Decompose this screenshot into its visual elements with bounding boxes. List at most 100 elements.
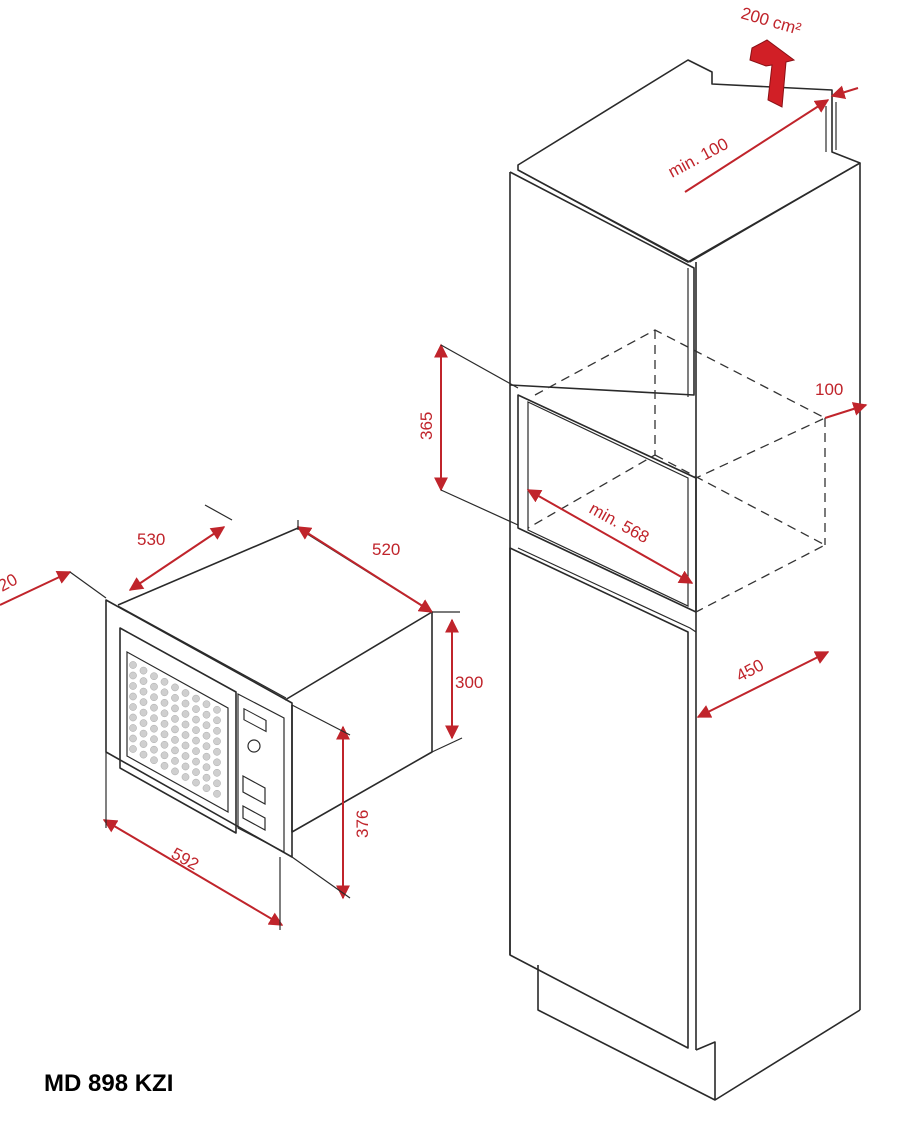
window-dot — [181, 689, 190, 697]
tall-cabinet — [509, 59, 861, 1101]
window-dot — [192, 736, 200, 745]
window-dot — [171, 683, 179, 692]
vent-arrow-icon — [749, 39, 796, 108]
window-dot — [213, 748, 221, 756]
dim-frame-thickness — [0, 571, 72, 606]
control-button-upper — [242, 774, 266, 806]
label-niche-width: min. 568 — [586, 499, 652, 547]
window-dot — [181, 762, 190, 771]
microwave-window — [126, 650, 229, 814]
dim-frame-width — [102, 819, 284, 926]
window-dot — [129, 692, 137, 701]
dim-niche-height-ext-top — [440, 344, 519, 389]
window-dot — [181, 773, 190, 781]
microwave-window-pattern — [129, 661, 221, 798]
window-dot — [171, 704, 179, 713]
window-dot — [160, 678, 169, 686]
window-dot — [171, 767, 179, 776]
microwave-unit — [105, 527, 433, 858]
window-dot — [160, 762, 169, 770]
window-dot — [213, 716, 221, 725]
window-dot — [192, 726, 200, 734]
dim-top-gap — [684, 99, 830, 193]
control-button-lower — [242, 804, 266, 832]
window-dot — [192, 705, 200, 713]
window-dot — [139, 698, 148, 706]
cabinet-top-face — [517, 59, 861, 263]
window-dot — [202, 773, 211, 782]
window-dot — [192, 715, 200, 724]
window-dot — [160, 751, 169, 760]
dim-frame-height-ext-top — [291, 704, 351, 736]
label-top-gap: min. 100 — [665, 134, 731, 181]
niche-cavity-top — [534, 329, 827, 479]
niche-opening — [517, 394, 697, 613]
window-dot — [129, 671, 137, 680]
window-dot — [181, 752, 190, 760]
cabinet-top-edge — [517, 162, 861, 263]
window-dot — [150, 682, 158, 691]
microwave-side — [291, 612, 433, 833]
window-dot — [150, 693, 158, 702]
window-dot — [139, 750, 148, 759]
window-dot — [160, 688, 169, 697]
window-dot — [139, 687, 148, 696]
dim-niche-width — [526, 489, 694, 584]
window-dot — [202, 784, 211, 793]
dim-niche-depth-offset — [824, 402, 868, 419]
dim-niche-height-ext-bottom — [440, 489, 519, 526]
niche-cavity-bottom — [654, 454, 827, 613]
microwave-frame-inner — [117, 605, 287, 699]
window-dot — [129, 661, 137, 669]
window-dot — [202, 721, 211, 730]
dimension-lines — [0, 39, 868, 930]
dim-oven-side-depth — [296, 526, 434, 613]
window-dot — [160, 741, 169, 749]
control-knob — [247, 739, 261, 753]
window-dot — [150, 703, 158, 712]
window-dot — [129, 724, 137, 732]
window-dot — [181, 741, 190, 750]
dim-oven-depth-ext — [204, 504, 233, 521]
window-dot — [202, 763, 211, 772]
window-dot — [129, 713, 137, 722]
window-dot — [213, 779, 221, 788]
window-dot — [213, 706, 221, 714]
window-dot — [213, 769, 221, 777]
window-dot — [192, 768, 200, 776]
window-dot — [139, 740, 148, 748]
lower-door-inner — [517, 547, 697, 633]
window-dot — [160, 699, 169, 707]
label-oven-side-depth: 520 — [372, 540, 400, 559]
label-frame-width: 592 — [168, 844, 202, 874]
label-oven-depth: 530 — [137, 530, 165, 549]
window-dot — [202, 731, 211, 740]
window-dot — [202, 700, 211, 709]
window-dot — [171, 736, 179, 744]
label-oven-height: 300 — [455, 673, 483, 692]
dim-frame-thickness-ext — [69, 571, 107, 599]
window-dot — [192, 778, 200, 787]
window-dot — [192, 694, 200, 703]
cabinet-plinth — [537, 965, 861, 1101]
label-vent-area: 200 cm² — [739, 4, 804, 39]
window-dot — [129, 745, 137, 753]
label-niche-depth-offset: 100 — [815, 380, 843, 399]
window-dot — [171, 725, 179, 734]
window-dot — [181, 731, 190, 739]
label-frame-thickness: 20 — [0, 570, 21, 596]
window-dot — [160, 720, 169, 728]
window-dot — [139, 708, 148, 717]
window-dot — [171, 715, 179, 723]
label-frame-height: 376 — [353, 810, 372, 838]
control-panel — [237, 693, 285, 853]
dim-oven-height-ext-bottom — [431, 737, 463, 753]
window-dot — [181, 710, 190, 718]
window-dot — [213, 737, 221, 746]
upper-door — [509, 171, 695, 396]
dim-oven-depth — [128, 526, 226, 591]
window-dot — [181, 720, 190, 729]
lower-door — [509, 547, 689, 1049]
dim-top-gap-right — [830, 85, 859, 99]
